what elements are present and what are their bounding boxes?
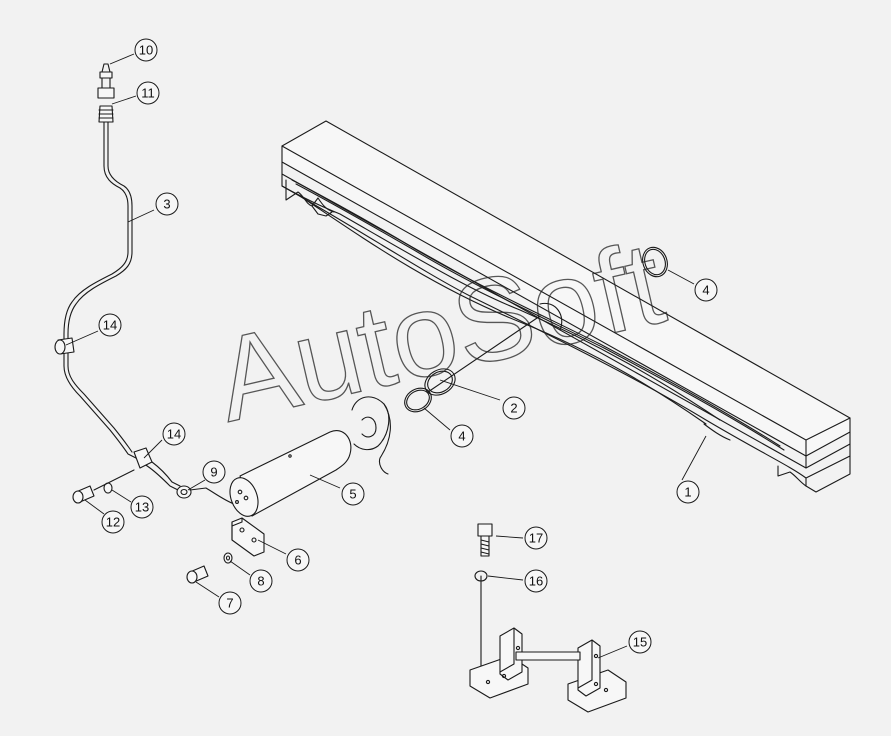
callout-circle xyxy=(155,192,179,216)
callout-number: 17 xyxy=(529,531,543,546)
callout-circle xyxy=(249,569,273,593)
callout-circle xyxy=(524,569,548,593)
callout-number: 7 xyxy=(226,596,233,611)
callout-circle xyxy=(341,482,365,506)
callout-13: 13 xyxy=(111,489,154,519)
cylinder xyxy=(229,430,352,517)
callout-circle xyxy=(202,460,226,484)
watermark: AutoSoft xyxy=(204,216,676,448)
callout-7: 7 xyxy=(195,581,242,615)
callout-1: 1 xyxy=(676,435,707,504)
callout-6: 6 xyxy=(257,539,310,572)
bracket-15 xyxy=(469,627,627,713)
callout-14: 14 xyxy=(143,422,186,459)
callout-5: 5 xyxy=(309,474,365,506)
callout-leader-line xyxy=(257,539,287,555)
callout-8: 8 xyxy=(229,560,273,593)
callout-3: 3 xyxy=(127,192,179,223)
callout-leader-line xyxy=(495,535,524,539)
callout-number: 14 xyxy=(103,318,117,333)
callout-number: 6 xyxy=(294,553,301,568)
callout-number: 11 xyxy=(141,86,155,101)
callout-2: 2 xyxy=(439,379,526,420)
callout-leader-line xyxy=(84,499,105,515)
callout-leader-line xyxy=(127,209,155,223)
callout-leader-line xyxy=(187,479,206,491)
washer-16 xyxy=(474,570,488,673)
bushing-rings xyxy=(404,246,668,413)
callout-15: 15 xyxy=(597,630,652,659)
callout-circle xyxy=(101,510,125,534)
callout-leader-line xyxy=(597,645,628,659)
svg-text:AutoSoft: AutoSoft xyxy=(204,217,675,447)
callout-11: 11 xyxy=(111,81,160,105)
bolt-17 xyxy=(477,523,493,557)
callout-circle xyxy=(98,313,122,337)
tube-clips xyxy=(54,337,153,469)
callout-number: 1 xyxy=(684,485,691,500)
callout-circle xyxy=(218,591,242,615)
callout-circle xyxy=(628,630,652,654)
callout-leader-line xyxy=(65,330,99,346)
callout-number: 5 xyxy=(349,487,356,502)
callout-number: 14 xyxy=(167,427,181,442)
leaf-spring xyxy=(281,120,851,493)
spring-hanger xyxy=(351,396,391,475)
callout-circle xyxy=(162,422,186,446)
callout-circle xyxy=(524,526,548,550)
callout-leader-line xyxy=(229,560,251,576)
callout-circle xyxy=(136,81,160,105)
callout-leader-line xyxy=(423,407,451,431)
callout-leader-line xyxy=(111,95,137,105)
callout-14: 14 xyxy=(65,313,122,346)
bolt-washer-set-right xyxy=(186,552,233,584)
banjo-fitting xyxy=(176,485,235,505)
callout-leader-line xyxy=(195,581,220,598)
callout-number: 15 xyxy=(633,635,647,650)
callout-leader-line xyxy=(681,435,707,481)
callout-number: 4 xyxy=(458,429,465,444)
callout-circle xyxy=(694,278,718,302)
callout-leader-line xyxy=(143,439,163,459)
callout-number: 2 xyxy=(510,401,517,416)
callout-circle xyxy=(502,396,526,420)
callout-number: 4 xyxy=(702,283,709,298)
callout-circle xyxy=(130,495,154,519)
callout-number: 10 xyxy=(139,43,153,58)
callout-17: 17 xyxy=(495,526,548,550)
callout-number: 9 xyxy=(210,465,217,480)
callout-9: 9 xyxy=(187,460,226,491)
callout-number: 12 xyxy=(106,515,120,530)
callout-circle xyxy=(676,480,700,504)
callout-leader-line xyxy=(111,489,132,503)
callout-4: 4 xyxy=(423,407,474,448)
callout-number: 13 xyxy=(135,500,149,515)
callout-number: 8 xyxy=(257,574,264,589)
callout-12: 12 xyxy=(84,499,125,534)
callout-4: 4 xyxy=(667,269,718,302)
mounting-plate xyxy=(231,517,265,557)
callout-16: 16 xyxy=(487,569,548,593)
callout-leader-line xyxy=(109,53,135,65)
callout-leader-line xyxy=(309,474,341,489)
tube-fitting xyxy=(97,63,115,123)
callout-leader-line xyxy=(439,379,501,401)
callout-leader-line xyxy=(667,269,695,285)
callout-number: 16 xyxy=(529,574,543,589)
callout-circle xyxy=(134,38,158,62)
callout-circle xyxy=(450,424,474,448)
callout-circle xyxy=(286,548,310,572)
callout-number: 3 xyxy=(163,197,170,212)
bolt-washer-set-left xyxy=(72,469,135,504)
callout-leader-line xyxy=(487,575,524,581)
callout-10: 10 xyxy=(109,38,158,65)
